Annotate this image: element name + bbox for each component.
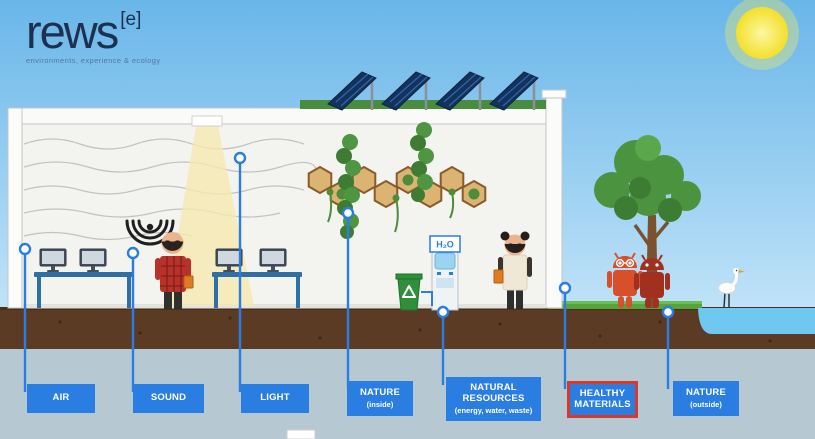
label-title: NATURE	[685, 387, 727, 399]
solar-panel	[381, 71, 431, 111]
person-female	[493, 231, 532, 309]
desk	[212, 248, 302, 308]
solar-panel	[327, 71, 377, 111]
desk	[34, 248, 134, 308]
water-cooler: H₂O	[429, 235, 461, 311]
label-air[interactable]: AIR	[27, 384, 95, 413]
roof-slab	[7, 107, 549, 125]
marker-dot	[661, 305, 675, 319]
monitor-icon	[259, 248, 287, 272]
connector-lines	[18, 151, 675, 392]
label-title: HEALTHY MATERIALS	[574, 387, 631, 410]
label-nature-inside[interactable]: NATURE (inside)	[347, 381, 413, 416]
label-subtitle: (energy, water, waste)	[454, 405, 533, 415]
label-light[interactable]: LIGHT	[241, 384, 309, 413]
marker-dot	[233, 151, 247, 165]
marker-dot	[126, 246, 140, 260]
right-wall	[545, 95, 563, 309]
label-title: SOUND	[150, 392, 187, 404]
logo: rews [e] environments, experience & ecol…	[26, 8, 161, 65]
recycle-bin-icon	[395, 273, 423, 311]
label-subtitle: (outside)	[690, 399, 722, 409]
marker-dot	[341, 206, 355, 220]
solar-panel	[489, 71, 539, 111]
ceiling-light	[191, 115, 223, 127]
label-sound[interactable]: SOUND	[133, 384, 204, 413]
soil	[0, 307, 815, 349]
label-subtitle: (inside)	[366, 399, 394, 409]
logo-wordmark: rews	[26, 5, 119, 58]
monitor-icon	[79, 248, 107, 272]
grass	[548, 301, 702, 309]
partial-label-box	[286, 429, 316, 439]
marker-dot	[436, 305, 450, 319]
label-natural-resources[interactable]: NATURAL RESOURCES (energy, water, waste)	[446, 377, 541, 421]
label-title: LIGHT	[260, 392, 290, 404]
monitor-icon	[215, 248, 243, 272]
sun-icon	[725, 0, 799, 70]
label-title: NATURE	[359, 387, 401, 399]
label-title: AIR	[52, 392, 70, 404]
solar-panels	[327, 71, 539, 111]
water-cooler-label: H₂O	[436, 240, 454, 250]
marker-dot	[558, 281, 572, 295]
floor-strip	[22, 304, 546, 308]
egret-bird-icon	[718, 268, 745, 309]
person-male	[155, 232, 194, 309]
soil-speckles	[58, 316, 772, 343]
marker-dot	[18, 242, 32, 256]
left-wall	[7, 107, 23, 309]
pond-water	[698, 308, 815, 334]
pipe	[421, 291, 433, 306]
label-title: NATURAL RESOURCES	[462, 382, 525, 404]
logo-tagline: environments, experience & ecology	[26, 56, 161, 65]
android-figure	[634, 254, 670, 308]
logo-superscript: [e]	[120, 9, 142, 30]
solar-panel	[435, 71, 485, 111]
green-roof	[300, 100, 546, 109]
label-healthy-materials[interactable]: HEALTHY MATERIALS	[567, 381, 638, 418]
right-wall-cap	[541, 89, 567, 99]
foliage-column	[410, 122, 434, 202]
tree	[594, 135, 701, 308]
monitor-icon	[39, 248, 67, 272]
label-nature-outside[interactable]: NATURE (outside)	[673, 381, 739, 416]
sound-waves-icon	[125, 219, 175, 246]
